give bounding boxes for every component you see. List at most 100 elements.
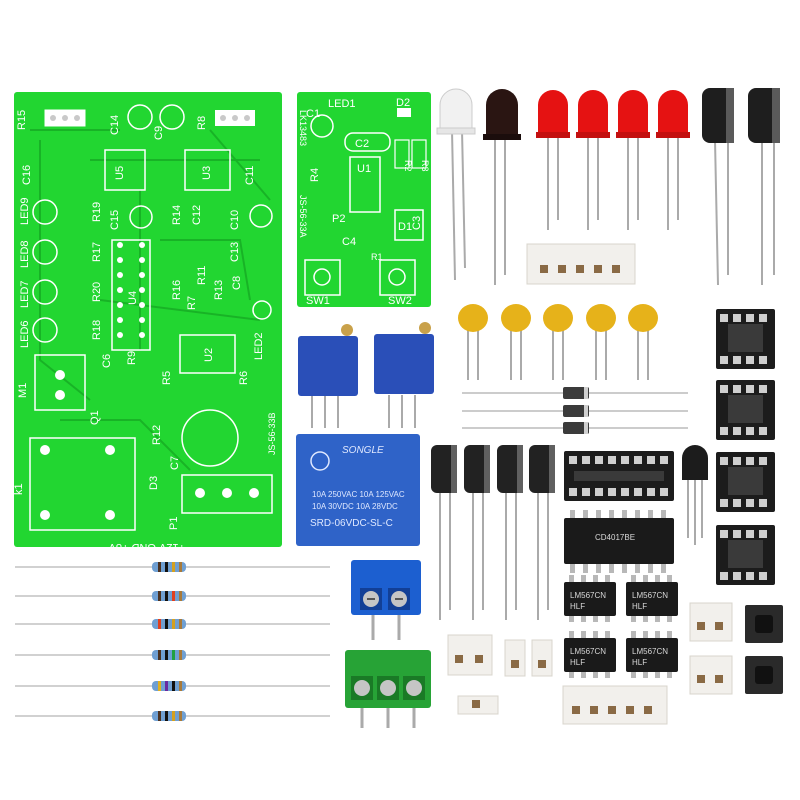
led-row <box>436 88 690 285</box>
main-pcb-label: R12 <box>151 425 163 445</box>
small-headers <box>447 602 733 725</box>
ic-socket-16 <box>564 451 674 501</box>
ic-lm567: LM567CN HLF <box>564 631 616 678</box>
small-pcb-label: D2 <box>396 97 410 109</box>
main-pcb-label: LED6 <box>19 320 31 348</box>
ic-lm567-sub: HLF <box>570 658 585 667</box>
main-pcb-label: C6 <box>101 354 113 368</box>
led-infrared <box>483 89 521 285</box>
main-pcb-label: R7 <box>186 296 198 310</box>
main-pcb-label: C13 <box>229 242 241 262</box>
ceramic-caps <box>458 304 658 380</box>
resistor <box>15 591 330 601</box>
relay-brand: SONGLE <box>342 445 384 456</box>
main-pcb-label: U2 <box>203 348 215 362</box>
terminal-block-2pin <box>351 560 421 640</box>
main-pcb-label: R20 <box>91 282 103 302</box>
main-pcb-label: U5 <box>114 166 126 180</box>
main-pcb-label: U4 <box>127 291 139 305</box>
small-pcb-label: C1 <box>306 108 320 120</box>
resistor <box>15 619 330 629</box>
ic-sockets-8 <box>716 309 775 585</box>
main-pcb-label: C14 <box>109 115 121 135</box>
resistor <box>15 711 330 721</box>
small-pcb-label: R1 <box>371 252 383 262</box>
small-pcb-label: R2 <box>403 160 413 172</box>
small-pcb-label: C2 <box>355 138 369 150</box>
main-pcb-power-label: +12V GND +8V <box>108 541 185 553</box>
ic-lm567-sub: HLF <box>632 602 647 611</box>
main-pcb-label: C9 <box>153 126 165 140</box>
small-pcb-label: D1 <box>398 221 412 233</box>
ic-lm567: LM567CN HLF <box>564 575 616 622</box>
main-pcb-label: LED9 <box>19 197 31 225</box>
resistor <box>15 650 330 660</box>
small-pcb-code: JS-56-33A <box>298 195 308 238</box>
led-red-2 <box>576 90 610 230</box>
main-pcb-label: LED2 <box>253 332 265 360</box>
main-pcb-label: R5 <box>161 371 173 385</box>
small-pcb-label: C4 <box>342 236 356 248</box>
electrolytic-caps-mid <box>431 445 555 620</box>
main-pcb-label: C7 <box>169 456 181 470</box>
terminal-block-3pin <box>345 650 431 728</box>
ic-lm567-label: LM567CN <box>570 647 606 656</box>
main-pcb-label: C12 <box>191 205 203 225</box>
main-pcb-label: R18 <box>91 320 103 340</box>
ic-lm567-group: LM567CN HLF LM567CN HLF LM567CN HLF LM56… <box>564 575 678 678</box>
small-pcb-label: LED1 <box>328 98 356 110</box>
diodes <box>462 387 688 434</box>
main-pcb-label: D3 <box>148 476 160 490</box>
ic-lm567-label: LM567CN <box>632 647 668 656</box>
main-pcb-label: Q1 <box>89 410 101 425</box>
ic-lm567: LM567CN HLF <box>626 575 678 622</box>
main-pcb-label: C11 <box>244 166 256 185</box>
main-pcb-label: R13 <box>213 280 225 300</box>
main-pcb-label: R19 <box>91 202 103 222</box>
small-pcb: LED1 D2 C1 C2 U1 R4 P2 R1 C4 D1 C3 SW1 S… <box>297 92 431 307</box>
ic-lm567-sub: HLF <box>632 658 647 667</box>
main-pcb-label: k1 <box>13 483 25 495</box>
main-pcb-label: C10 <box>229 210 241 230</box>
main-pcb-label: R11 <box>196 266 208 285</box>
main-pcb-label: R15 <box>16 110 28 130</box>
small-pcb-label: R4 <box>309 168 321 182</box>
ic-lm567-label: LM567CN <box>632 591 668 600</box>
relay-rating-1: 10A 250VAC 10A 125VAC <box>312 490 405 499</box>
transistor <box>682 445 708 545</box>
main-pcb-code: JS-56-33B <box>267 412 277 455</box>
main-pcb-label: LED7 <box>19 280 31 308</box>
led-red-1 <box>536 90 570 230</box>
small-pcb-label: SW2 <box>388 295 412 307</box>
ic-lm567: LM567CN HLF <box>626 631 678 678</box>
trimmer-pots <box>298 322 434 428</box>
pin-header-strip <box>526 243 636 285</box>
ic-cd4017-label: CD4017BE <box>595 533 635 542</box>
resistor <box>15 562 330 572</box>
small-pcb-label: R3 <box>420 160 430 172</box>
relay: SONGLE 10A 250VAC 10A 125VAC 10A 30VDC 1… <box>296 434 420 546</box>
led-red-3 <box>616 90 650 230</box>
relay-rating-2: 10A 30VDC 10A 28VDC <box>312 502 398 511</box>
tactile-switches <box>745 605 783 694</box>
main-pcb-label: C8 <box>231 276 243 290</box>
small-pcb-side-text: LK13483 <box>298 110 308 146</box>
main-pcb-label: U3 <box>201 166 213 180</box>
resistors <box>15 562 330 721</box>
main-pcb-label: P1 <box>168 517 180 530</box>
small-pcb-label: C3 <box>411 216 423 230</box>
main-pcb: R15 R8 C14 C9 C16 U5 U3 C11 LED9 R19 C15… <box>13 92 282 553</box>
main-pcb-label: R14 <box>171 205 183 225</box>
relay-model: SRD-06VDC-SL-C <box>310 518 393 529</box>
main-pcb-label: R16 <box>171 280 183 300</box>
ic-lm567-sub: HLF <box>570 602 585 611</box>
main-pcb-label: C16 <box>21 165 33 185</box>
resistor <box>15 681 330 691</box>
main-pcb-label: R6 <box>238 371 250 385</box>
main-pcb-label: LED8 <box>19 240 31 268</box>
main-pcb-label: R9 <box>126 351 138 365</box>
led-clear <box>436 88 476 281</box>
ic-cd4017: CD4017BE <box>564 510 674 573</box>
main-pcb-label: R17 <box>91 242 103 262</box>
